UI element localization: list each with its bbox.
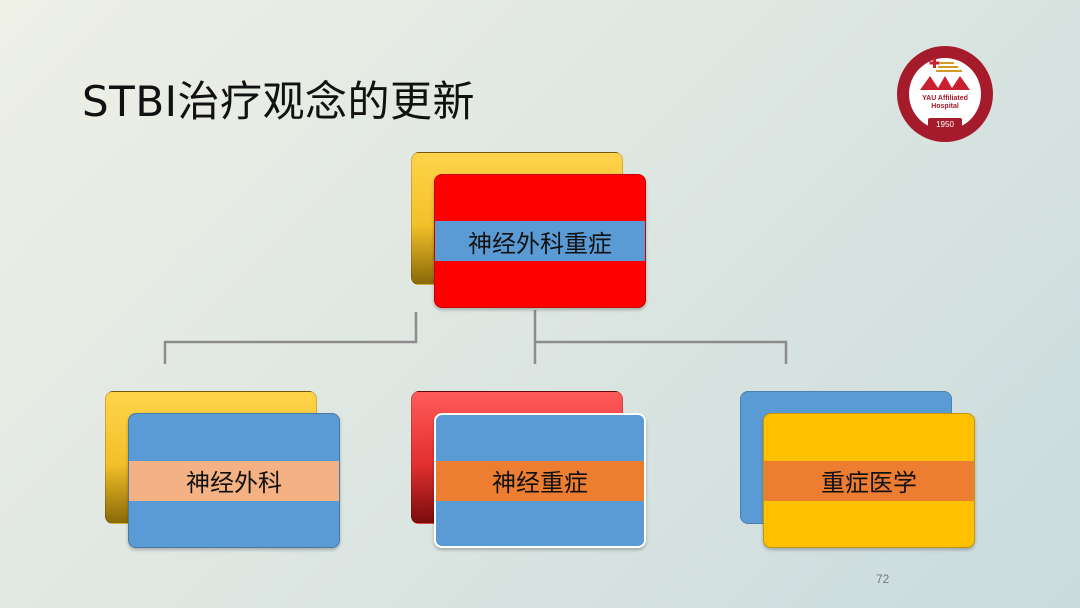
logo-year: 1950 [936,120,954,129]
logo-inner-disc [909,58,981,130]
root-label: 神经外科重症 [435,221,645,261]
child-1-front-card: 神经外科 [128,413,340,548]
child-3-label: 重症医学 [764,460,974,501]
logo-name-line2: Hospital [931,103,959,110]
logo-mountain-icon [920,76,970,90]
slide-title: STBI治疗观念的更新 [82,77,476,126]
root-front-card: 神经外科重症 [434,174,646,308]
connector-left [163,312,418,364]
child-2-front-card: 神经重症 [434,413,646,548]
hospital-logo: YAU Affiliated Hospital 1950 [897,46,993,142]
connector-right [535,340,788,364]
page-number: 72 [876,572,890,586]
child-3-front-card: 重症医学 [763,413,975,548]
child-1-label: 神经外科 [129,460,339,501]
logo-name-line1: YAU Affiliated [922,95,968,102]
child-2-label: 神经重症 [436,460,644,501]
